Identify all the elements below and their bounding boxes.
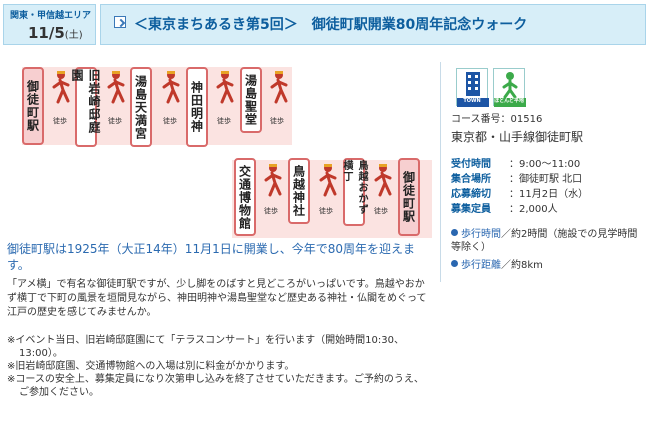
info-key: 募集定員 [451,204,491,215]
arrow-box-icon [114,16,126,28]
event-info: 受付時間 ：9:00～11:00 集合場所 ：御徒町駅 北口 応募締切 ：11月2日（… [451,157,588,217]
walk-label: 徒歩 [264,207,278,215]
description-text: 「アメ横」で有名な御徒町駅ですが、少し脚をのばすと見どころがいっぱいです。鳥越や… [7,279,427,318]
header: 関東・甲信越エリア 11/5(土) ＜東京まちあるき第5回＞ 御徒町駅開業80周… [0,0,651,47]
walk-label: 徒歩 [270,117,284,125]
note-item: ※イベント当日、旧岩崎邸庭園にて「テラスコンサート」を行います（開始時間10:3… [7,335,404,359]
walk-time-key: 歩行時間 [461,229,501,240]
course-number: コース番号：01516 [451,114,543,125]
event-date: 11/5(土) [28,24,83,42]
info-key: 集合場所 [451,174,491,185]
notes-list: ※イベント当日、旧岩崎邸庭園にて「テラスコンサート」を行います（開始時間10:3… [7,334,432,399]
walk-label: 徒歩 [374,207,388,215]
area-label: 関東・甲信越エリア [10,11,92,21]
route-map: 御徒町駅 旧岩崎邸庭園 湯島天満宮 神田明神 湯島聖堂 交通博物館 鳥越神社 鳥… [0,60,440,240]
station-okachimachi-goal: 御徒町駅 [398,158,420,236]
page-title: ＜東京まちあるき第5回＞ 御徒町駅開業80周年記念ウォーク [134,17,528,33]
walk-label: 徒歩 [163,117,177,125]
walker-icon [107,71,125,104]
station-transport-museum: 交通博物館 [234,158,256,236]
station-yushima-seido: 湯島聖堂 [240,67,262,133]
badge-label: ほとんど平地 [494,98,524,104]
building-icon [457,72,489,107]
note-item: ※コースの安全上、募集定員になり次第申し込みを終了させていただきます。ご予約のう… [7,374,424,398]
day-of-week: (土) [64,30,83,41]
info-value: ：2,000人 [509,204,558,215]
info-row: 受付時間 ：9:00～11:00 [451,157,588,172]
walk-label: 徒歩 [319,207,333,215]
town-badge: TOWN [456,68,489,107]
divider [440,62,441,282]
walk-label: 徒歩 [108,117,122,125]
walker-icon [264,164,282,197]
walk-label: 徒歩 [53,117,67,125]
title-bar: ＜東京まちあるき第5回＞ 御徒町駅開業80周年記念ウォーク [100,4,646,45]
walker-icon [52,71,70,104]
station-iwasaki-garden: 旧岩崎邸庭園 [70,67,101,147]
station-okachimachi-start: 御徒町駅 [22,67,44,145]
walk-time: 歩行時間／約2時間（施設での見学時間等除く） [451,228,646,254]
info-value: ：9:00～11:00 [509,159,581,170]
walker-flat-icon [494,72,526,107]
walker-icon [270,71,288,104]
walker-icon [319,164,337,197]
station-torigoe-okazu-yokocho: 鳥越おかず横丁 [341,158,367,226]
station-kanda-myojin: 神田明神 [186,67,208,147]
flat-terrain-badge: ほとんど平地 [493,68,526,107]
badge-label: TOWN [463,98,481,104]
walk-label: 徒歩 [217,117,231,125]
course-location: 東京都・山手線御徒町駅 [451,130,584,144]
info-row: 応募締切 ：11月2日（水） [451,187,588,202]
event-date-box: 関東・甲信越エリア 11/5(土) [3,4,96,45]
info-key: 受付時間 [451,159,491,170]
station-yushima-tenmangu: 湯島天満宮 [130,67,152,147]
walk-distance-value: ／約8km [501,260,543,271]
walk-distance: 歩行距離／約8km [451,259,543,272]
info-row: 集合場所 ：御徒町駅 北口 [451,172,588,187]
station-torigoe-shrine: 鳥越神社 [288,158,310,224]
info-row: 募集定員 ：2,000人 [451,202,588,217]
bullet-icon [451,260,458,267]
walk-time-value: ／約2時間（施設での見学時間等除く） [451,229,638,253]
info-key: 応募締切 [451,189,491,200]
date-value: 11/5 [28,24,65,42]
info-value: ：11月2日（水） [509,189,589,200]
lead-text: 御徒町駅は1925年（大正14年）11月1日に開業し、今年で80周年を迎えます。 [7,242,415,272]
note-item: ※旧岩崎邸庭園、交通博物館への入場は別に料金がかかります。 [7,361,295,372]
bullet-icon [451,229,458,236]
walker-icon [162,71,180,104]
info-value: ：御徒町駅 北口 [509,174,583,185]
walker-icon [374,164,392,197]
walk-distance-key: 歩行距離 [461,260,501,271]
walker-icon [216,71,234,104]
